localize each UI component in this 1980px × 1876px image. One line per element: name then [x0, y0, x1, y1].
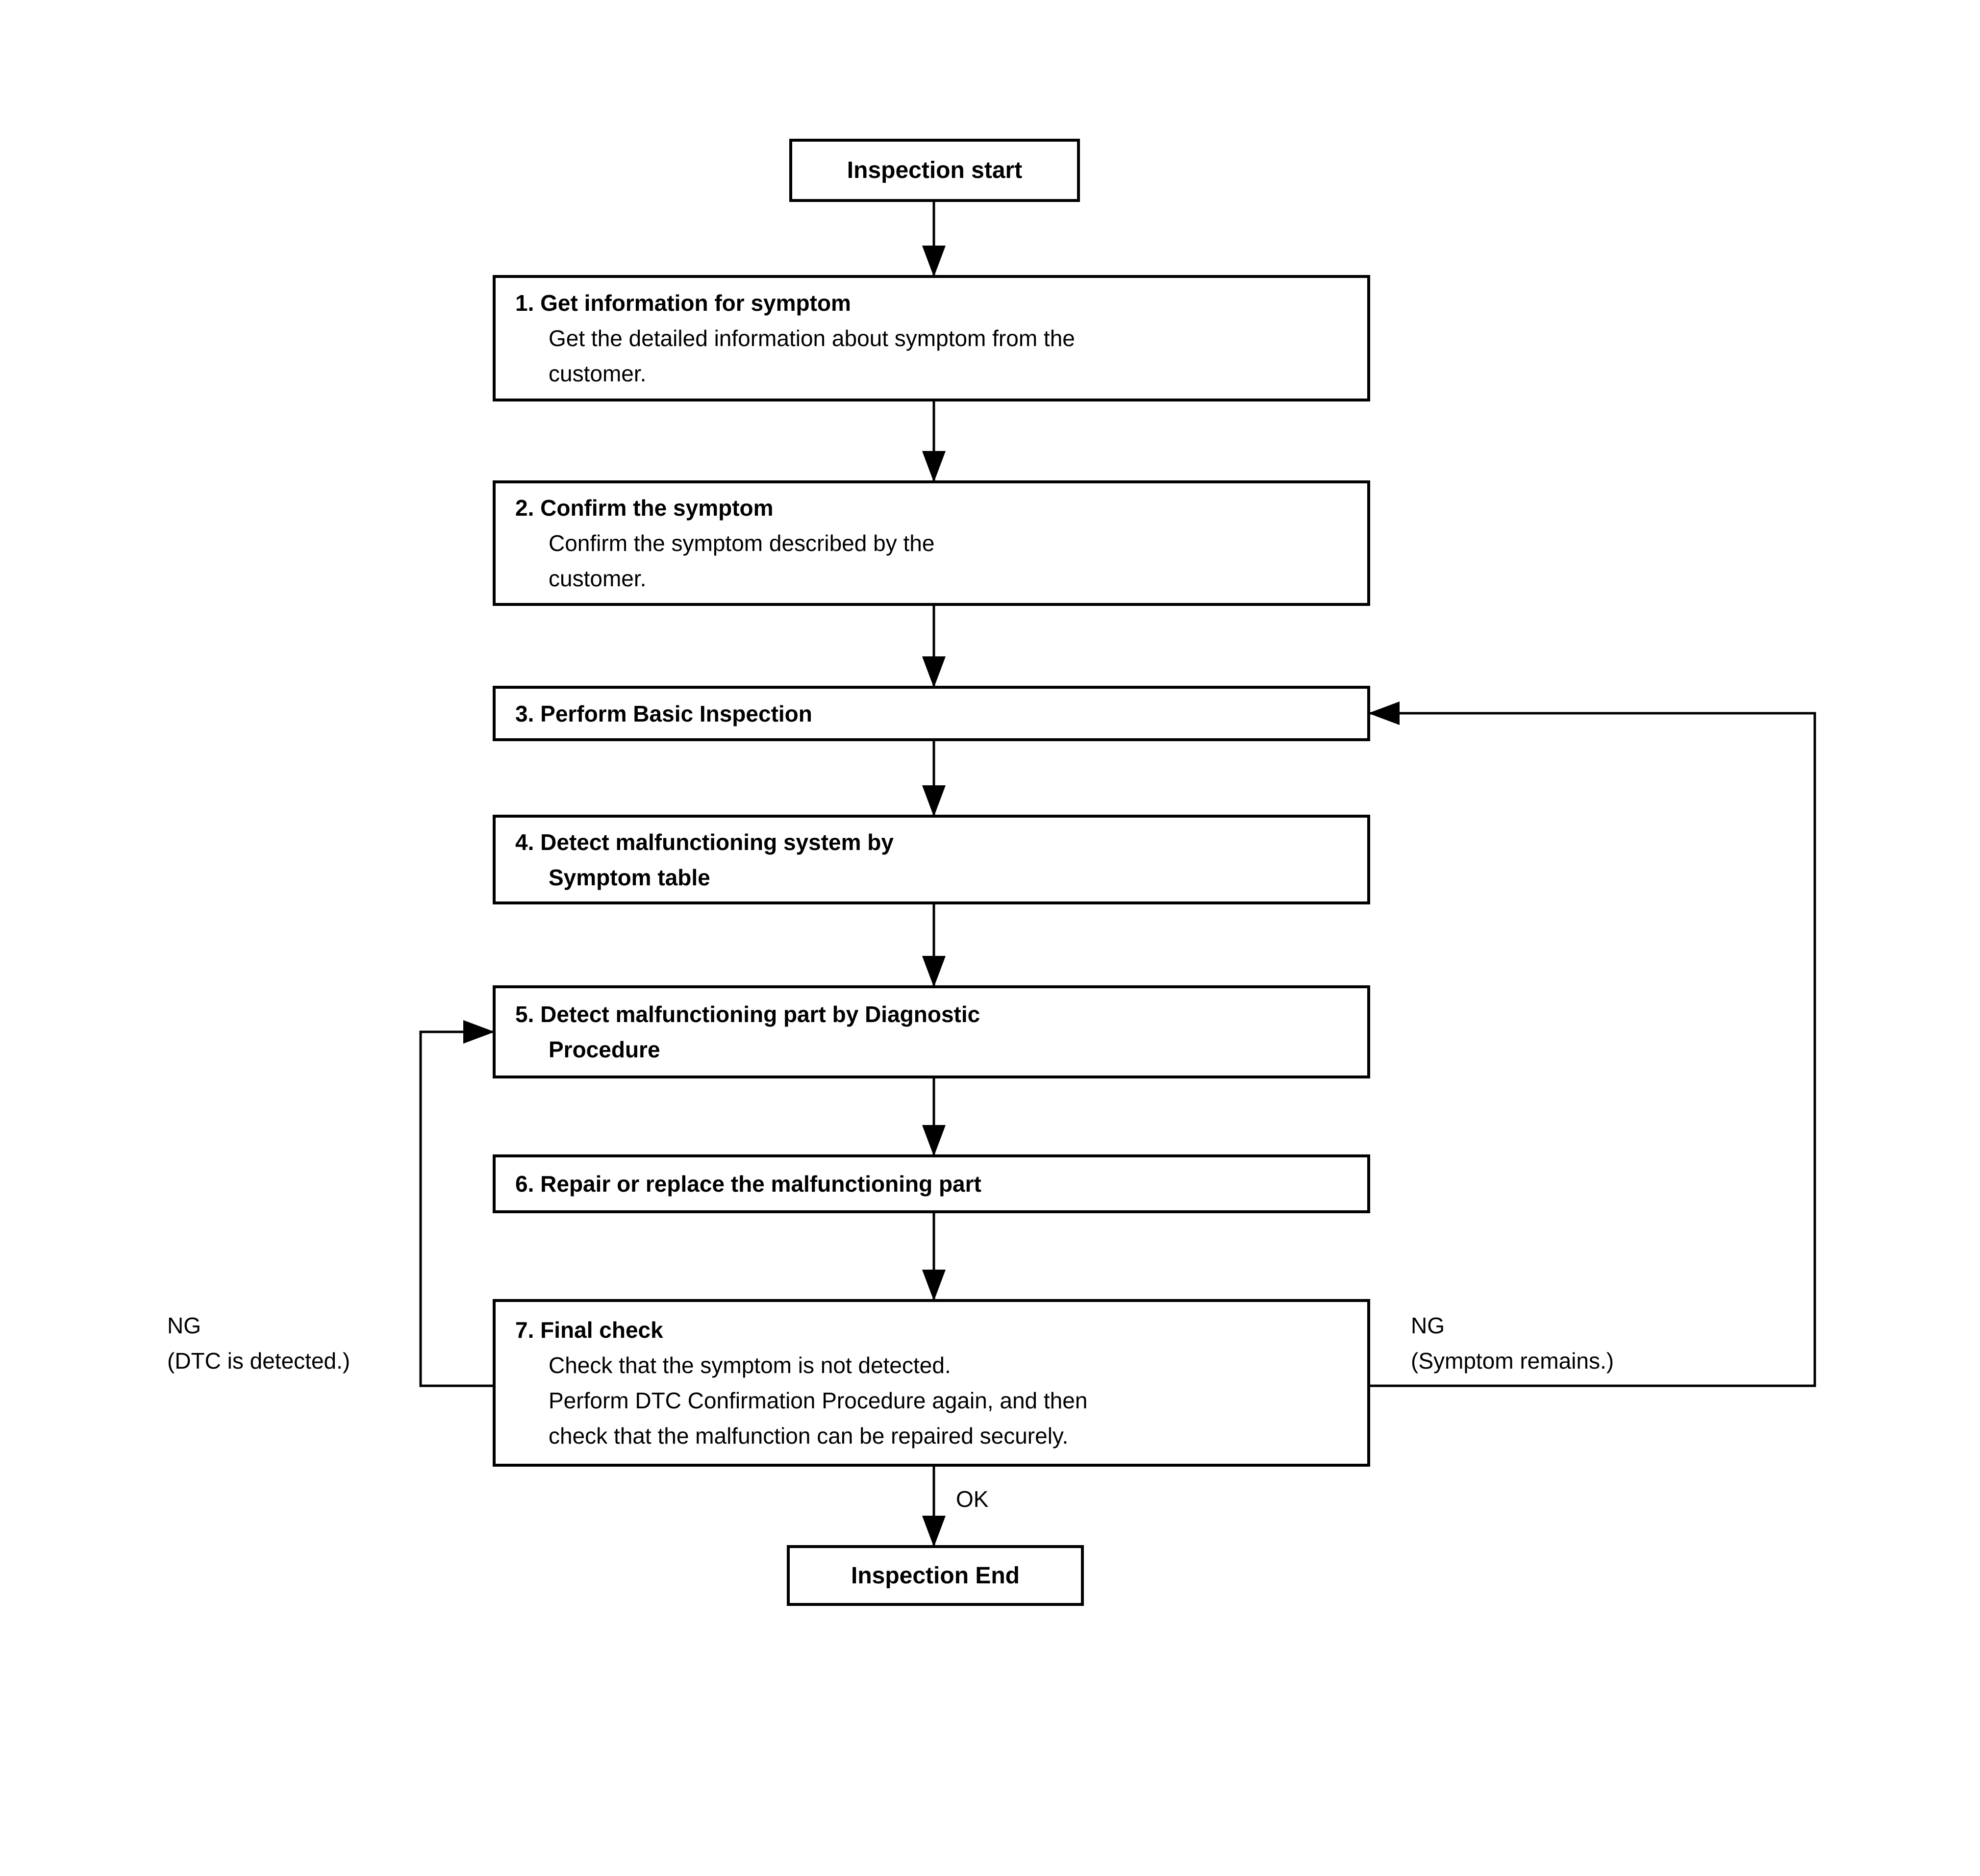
step-3-title: 3. Perform Basic Inspection: [515, 700, 812, 726]
step-7-box: 7. Final check Check that the symptom is…: [493, 1299, 1370, 1467]
step-1-title: 1. Get information for symptom: [515, 290, 851, 316]
step-3-box: 3. Perform Basic Inspection: [493, 686, 1370, 741]
start-node-label: Inspection start: [847, 157, 1023, 183]
step-4-title: 4. Detect malfunctioning system by: [515, 829, 894, 855]
ng-dtc-label: NG (DTC is detected.): [167, 1308, 350, 1378]
end-node-label: Inspection End: [851, 1562, 1020, 1589]
step-7-body-line: check that the malfunction can be repair…: [549, 1423, 1069, 1449]
ok-label-text: OK: [956, 1486, 989, 1512]
ng-symptom-label-line1: NG: [1411, 1313, 1445, 1338]
step-6-title: 6. Repair or replace the malfunctioning …: [515, 1171, 981, 1197]
step-7-title: 7. Final check: [515, 1317, 663, 1343]
ng-dtc-label-line2: (DTC is detected.): [167, 1348, 351, 1374]
step-2-body-line: Confirm the symptom described by the: [549, 530, 935, 556]
loop-ng-dtc-to-step5: [419, 1020, 495, 1387]
step-4-box: 4. Detect malfunctioning system by Sympt…: [493, 815, 1370, 904]
step-1-body-line: customer.: [549, 361, 647, 386]
step-2-body-line: customer.: [549, 566, 647, 591]
step-2-box: 2. Confirm the symptom Confirm the sympt…: [493, 480, 1370, 606]
step-1-body-line: Get the detailed information about sympt…: [549, 325, 1075, 351]
step-5-title-line2: Procedure: [549, 1037, 660, 1062]
step-6-box: 6. Repair or replace the malfunctioning …: [493, 1154, 1370, 1213]
step-5-title: 5. Detect malfunctioning part by Diagnos…: [515, 1001, 980, 1027]
step-7-body-line: Check that the symptom is not detected.: [549, 1352, 951, 1378]
end-node: Inspection End: [787, 1545, 1084, 1606]
step-4-title-line2: Symptom table: [549, 864, 710, 890]
start-node: Inspection start: [789, 139, 1080, 202]
ng-symptom-label-line2: (Symptom remains.): [1411, 1348, 1614, 1374]
ng-dtc-label-line1: NG: [167, 1313, 201, 1338]
step-5-box: 5. Detect malfunctioning part by Diagnos…: [493, 985, 1370, 1078]
loop-ng-symptom-to-step3: [1368, 701, 1816, 1387]
step-1-box: 1. Get information for symptom Get the d…: [493, 275, 1370, 401]
step-2-title: 2. Confirm the symptom: [515, 495, 774, 521]
ng-symptom-label: NG (Symptom remains.): [1411, 1308, 1614, 1378]
step-7-body-line: Perform DTC Confirmation Procedure again…: [549, 1388, 1088, 1413]
ok-label: OK: [956, 1481, 988, 1517]
